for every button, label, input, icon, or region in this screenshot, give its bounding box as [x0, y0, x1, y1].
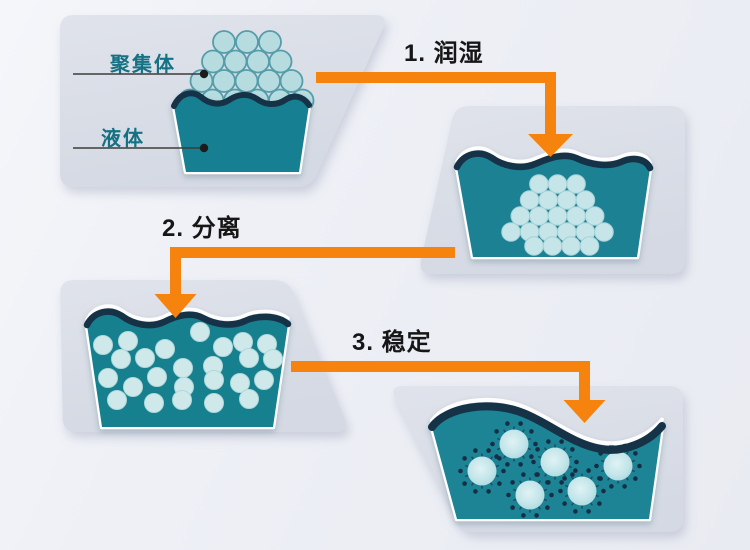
stage2-liquid-container: [453, 146, 654, 260]
step2-elbow-left-down-arrow-icon: [154, 247, 455, 318]
liquid-callout-label: 液体: [101, 128, 145, 150]
stage4-wave-edge: [428, 402, 666, 454]
liquid-leader-line: [73, 143, 209, 153]
stage4-liquid-container: [428, 397, 666, 522]
aggregate-leader-line: [73, 69, 209, 79]
stage1-liquid-container: [171, 90, 312, 175]
step1-elbow-right-down-arrow-icon: [316, 72, 573, 157]
step3-label: 3. 稳定: [352, 329, 432, 356]
stage1-wave-edge: [171, 90, 312, 109]
stage2-particle-cluster: [501, 174, 614, 256]
stage2-wave-edge: [453, 150, 654, 172]
step3-elbow-right-down-arrow-icon: [291, 361, 606, 423]
stage3-liquid-container: [83, 304, 292, 430]
step2-label: 2. 分离: [162, 215, 242, 242]
aggregate-callout-label: 聚集体: [110, 54, 176, 76]
step1-label: 1. 润湿: [404, 40, 484, 67]
stage3-wave-edge: [83, 308, 292, 329]
stage3-dispersed-particles: [93, 322, 283, 413]
